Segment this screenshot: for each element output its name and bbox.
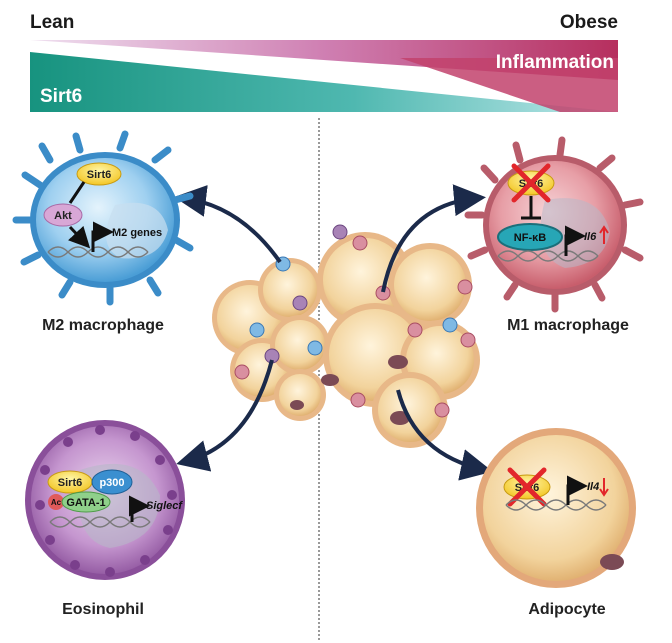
eos-p300-label: p300 [99, 477, 124, 489]
m1-dna [497, 250, 599, 262]
eos-gene-label: Siglecf [146, 500, 183, 512]
m1-inhibition-bar [521, 196, 541, 220]
m2-sirt6-pill: Sirt6 [76, 162, 122, 186]
arrow-to-m1 [381, 184, 486, 293]
eos-p300-pill: p300 [91, 469, 133, 495]
m1-macrophage-dot [350, 392, 366, 408]
m2-akt-pill: Akt [43, 203, 83, 227]
m1-macrophage-dot [234, 364, 250, 380]
eos-promoter-arrow [129, 495, 150, 522]
eos-ac-label: Ac [51, 498, 62, 507]
m2-title: M2 macrophage [42, 317, 164, 334]
eos-title: Eosinophil [62, 601, 144, 618]
m1-macrophage-dot [407, 322, 423, 338]
m2-sirt6-label: Sirt6 [87, 169, 111, 181]
eosinophil-dot [292, 295, 308, 311]
adipose-tissue-cluster [212, 224, 480, 448]
m1-macrophage-cell [464, 136, 644, 313]
sirt6-gradient-triangle [30, 52, 618, 112]
obese-label: Obese [559, 12, 618, 33]
adipocyte-cell [476, 428, 636, 588]
adipo-promoter-arrow [566, 475, 588, 505]
eos-sirt6-pill: Sirt6 [47, 470, 93, 494]
inflammation-gradient-band [400, 58, 618, 112]
gradient-header [30, 40, 618, 112]
m2-dna [47, 246, 149, 258]
m2-macrophage-dot [442, 317, 458, 333]
m2-genes-label: M2 genes [112, 227, 162, 239]
m2-macrophage-dot [307, 340, 323, 356]
m1-title: M1 macrophage [507, 317, 629, 334]
m1-nfkb-label: NF-κB [514, 232, 546, 244]
arrow-to-eosinophil [176, 359, 274, 472]
sirt6-gradient-label: Sirt6 [40, 86, 83, 107]
eos-ac-tag: Ac [48, 494, 64, 510]
lean-label: Lean [30, 12, 75, 33]
m2-akt-label: Akt [54, 210, 72, 222]
m2-promoter-arrow [91, 221, 114, 252]
m2-macrophage-cell [12, 130, 194, 306]
eosinophil-dot [332, 224, 348, 240]
adipo-dna [505, 499, 607, 511]
eos-gata1-pill: GATA-1 [61, 491, 111, 513]
m1-gene-label: Il6 [584, 231, 597, 243]
m2-sirt6-akt-link [68, 181, 86, 204]
m1-up-arrow-icon [599, 225, 609, 244]
m2-macrophage-dot [249, 322, 265, 338]
arrow-to-m2 [174, 185, 282, 264]
m2-akt-gene-arrow [68, 225, 91, 249]
adipo-gene-label: Il4 [587, 481, 599, 493]
m1-macrophage-dot [434, 402, 450, 418]
adipo-sirt6-inhibited-cross [507, 467, 547, 507]
m1-macrophage-dot [460, 332, 476, 348]
inflammation-gradient-label: Inflammation [495, 52, 614, 73]
m1-macrophage-dot [352, 235, 368, 251]
m1-macrophage-dot [457, 279, 473, 295]
eos-sirt6-label: Sirt6 [58, 477, 82, 489]
arrow-to-adipocyte [396, 389, 493, 481]
m1-sirt6-inhibited-cross [511, 163, 551, 203]
eos-gata1-label: GATA-1 [66, 497, 105, 509]
m1-promoter-arrow [564, 225, 586, 256]
adipo-down-arrow-icon [599, 478, 609, 497]
adipo-title: Adipocyte [528, 601, 605, 618]
m1-nfkb-pill: NF-κB [497, 223, 563, 251]
